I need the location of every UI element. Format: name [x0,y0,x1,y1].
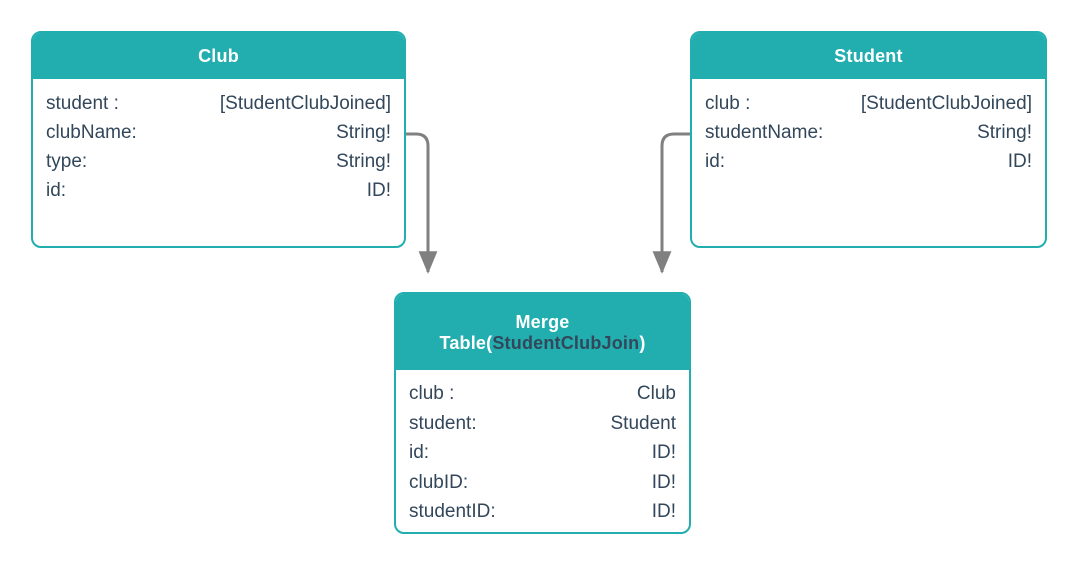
field-row: student: Student [409,409,676,439]
field-row: club : Club [409,379,676,409]
merge-title-line2: Table(StudentClubJoin) [439,333,645,354]
field-type: ID! [651,501,676,522]
entity-header-student: Student [692,33,1045,79]
field-name: type: [46,151,88,172]
field-name: id: [46,180,67,201]
field-type: Student [610,412,677,434]
field-type: [StudentClubJoined] [219,93,391,114]
entity-fields-student: club : [StudentClubJoined] studentName: … [692,79,1045,188]
field-name: studentName: [705,122,824,143]
field-row: id: ID! [409,438,676,468]
entity-title-club: Club [198,45,239,66]
field-row: id: ID! [705,147,1032,176]
field-type: ID! [366,180,391,201]
merge-title-prefix: Table( [439,333,493,353]
connector-club-to-merge [406,132,438,274]
field-type: String! [336,151,391,172]
field-type: String! [977,122,1032,143]
field-type: String! [336,122,391,143]
field-name: student: [409,412,477,434]
field-name: club : [705,93,751,114]
entity-card-student[interactable]: Student club : [StudentClubJoined] stude… [690,31,1047,248]
field-row: id: ID! [46,176,391,205]
field-row: club : [StudentClubJoined] [705,89,1032,118]
field-row: clubID: ID! [409,468,676,498]
field-name: clubID: [409,471,469,493]
field-name: id: [705,151,726,172]
field-name: id: [409,442,430,463]
field-row: studentID: ID! [409,497,676,527]
field-row: studentName: String! [705,118,1032,147]
merge-title-suffix: ) [639,333,646,353]
entity-header-merge-table: Merge Table(StudentClubJoin) [396,294,689,370]
field-type: Club [636,383,676,404]
entity-fields-club: student : [StudentClubJoined] clubName: … [33,79,404,217]
field-name: club : [409,383,455,404]
field-type: ID! [651,442,676,463]
entity-header-club: Club [33,33,404,79]
merge-title-line1: Merge [515,312,570,333]
field-row: clubName: String! [46,118,391,147]
field-type: ID! [651,471,676,493]
entity-fields-merge-table: club : Club student: Student id: ID! clu… [396,370,689,532]
entity-title-student: Student [834,45,903,66]
connector-student-to-merge [652,132,690,274]
entity-card-club[interactable]: Club student : [StudentClubJoined] clubN… [31,31,406,248]
field-row: type: String! [46,147,391,176]
field-type: [StudentClubJoined] [860,93,1032,114]
field-name: studentID: [409,501,496,522]
field-row: student : [StudentClubJoined] [46,89,391,118]
entity-card-merge-table[interactable]: Merge Table(StudentClubJoin) club : Club… [394,292,691,534]
field-name: student : [46,93,119,114]
field-name: clubName: [46,122,137,143]
field-type: ID! [1007,151,1032,172]
merge-title-name: StudentClubJoin [492,333,640,353]
